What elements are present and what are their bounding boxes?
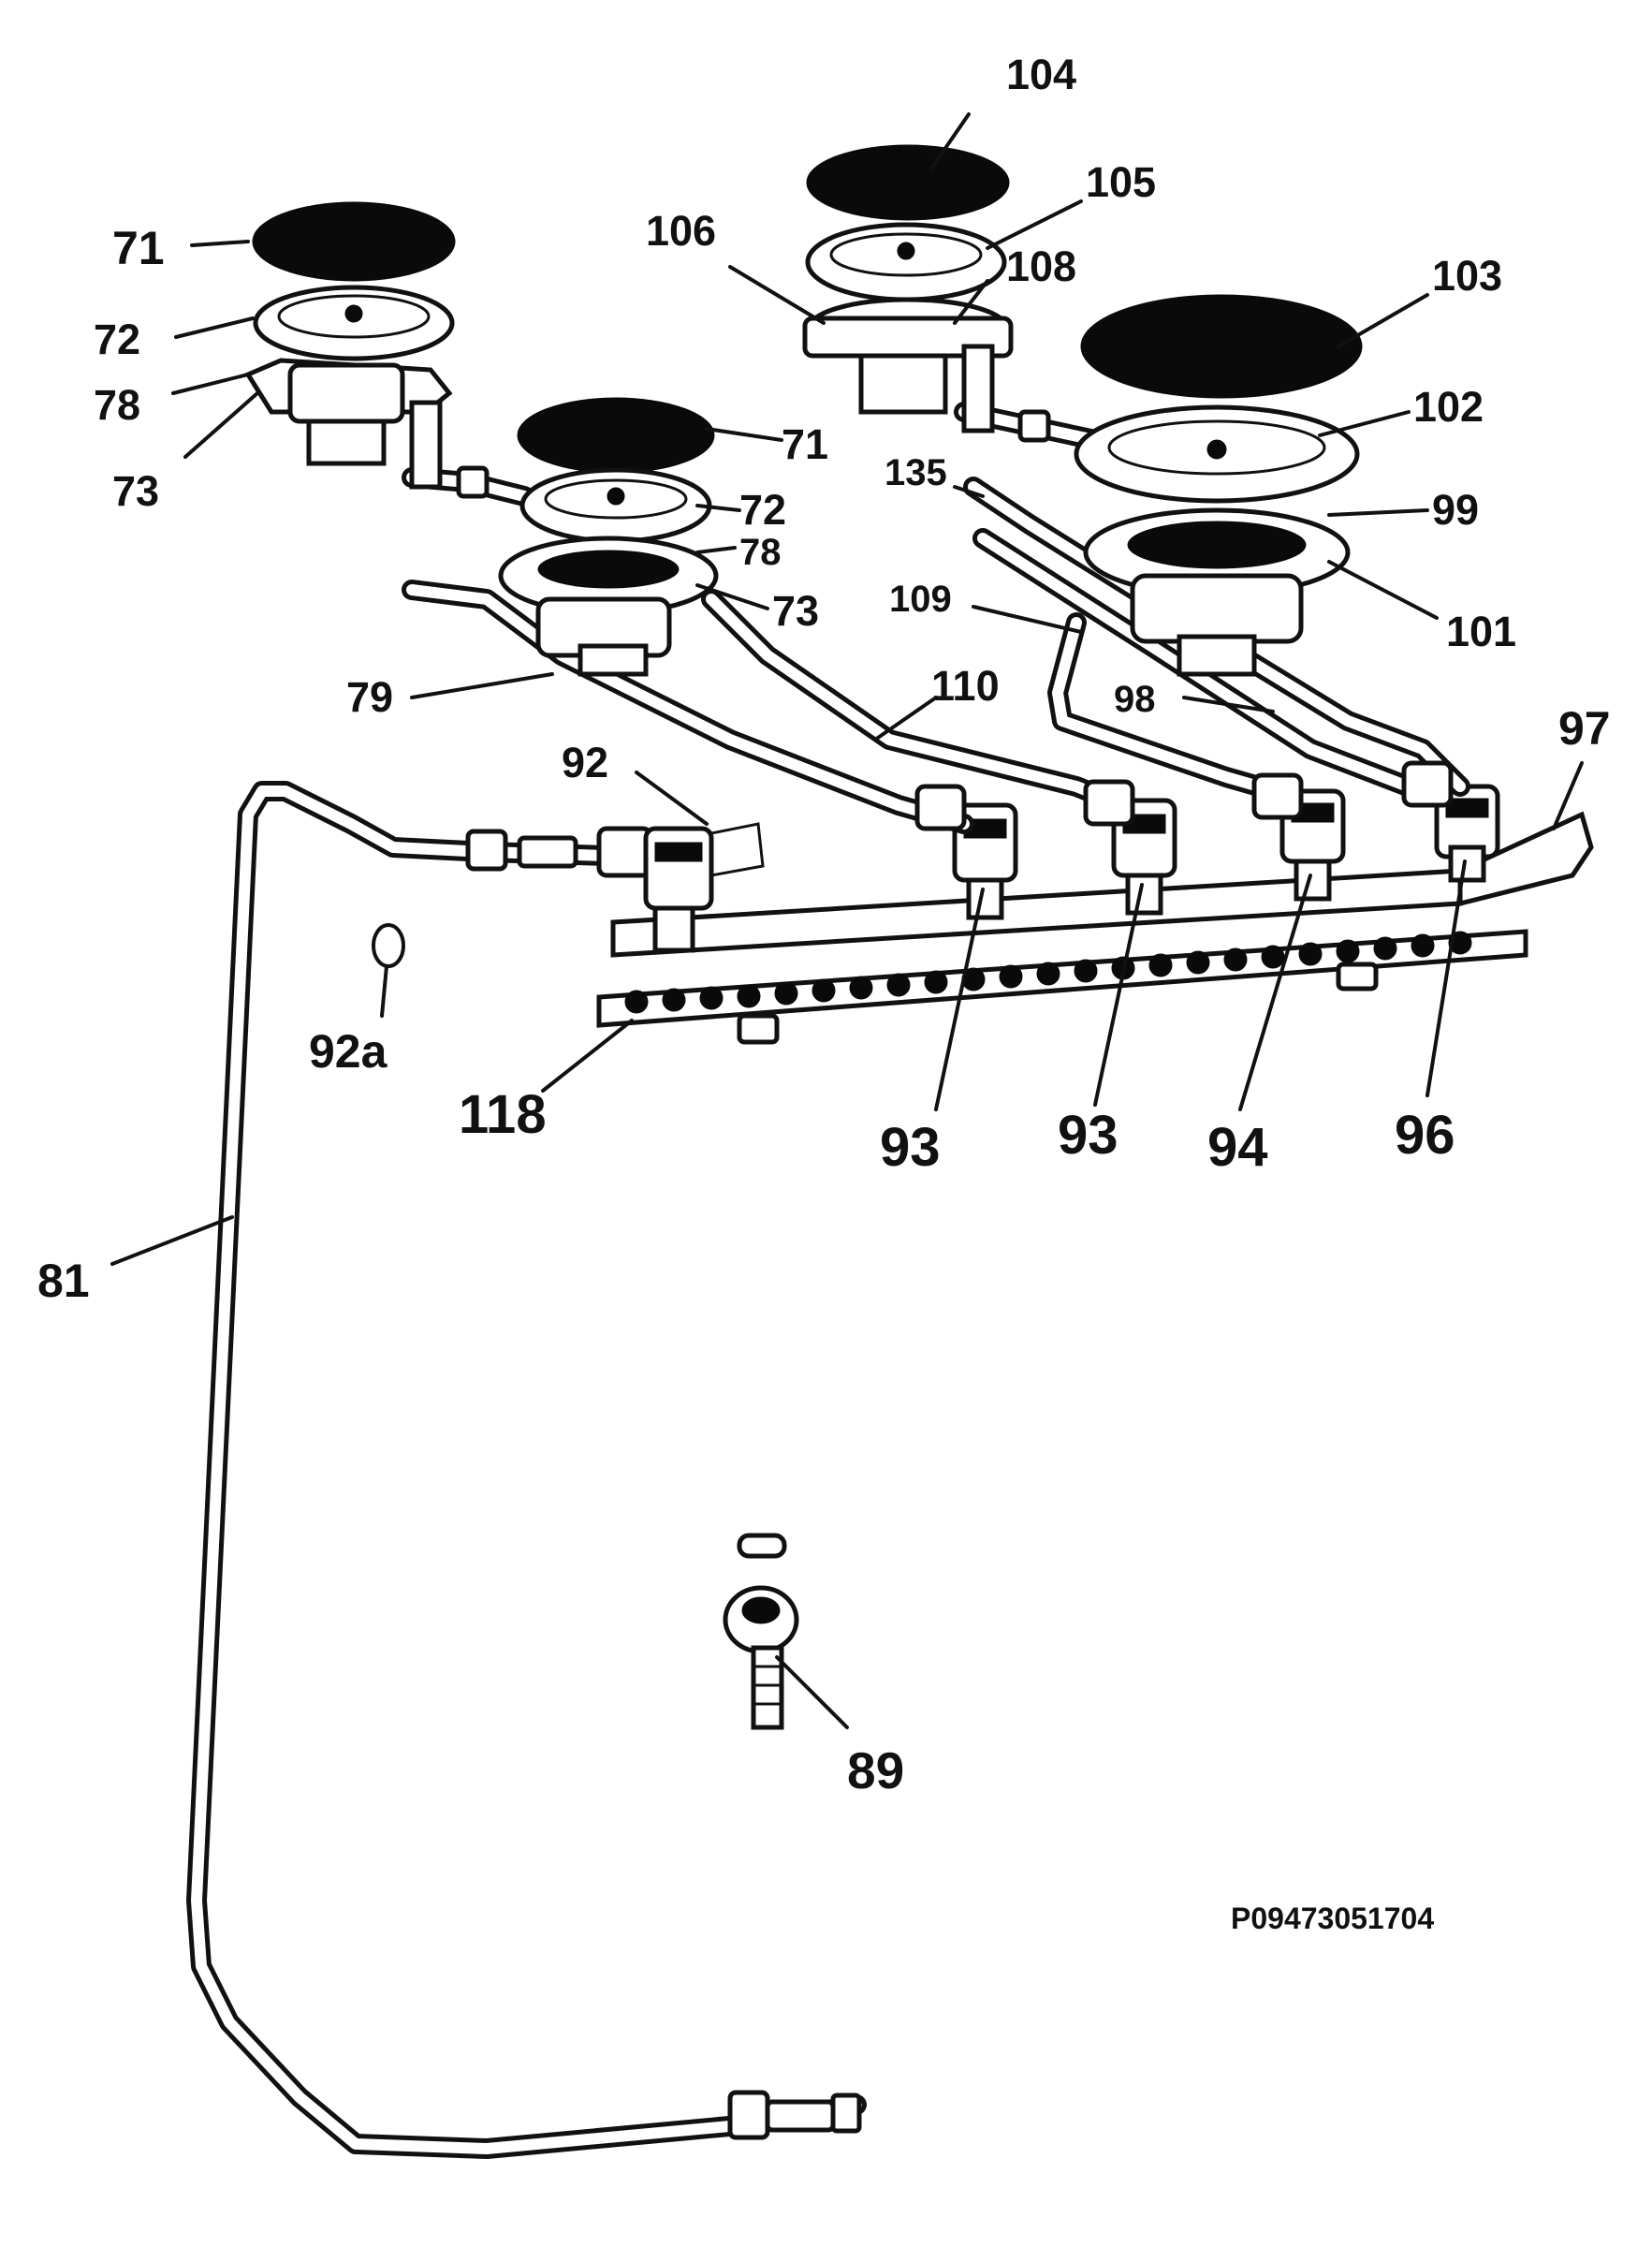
callout-92: 92 [562,739,608,786]
callout-72-left: 72 [94,316,140,363]
callout-94: 94 [1207,1117,1268,1178]
valve-manifold [596,811,1594,1045]
callout-81: 81 [37,1255,90,1307]
main-gas-pipe [186,781,867,2159]
burner-top-left [244,201,456,490]
callout-97: 97 [1558,702,1611,755]
callout-103: 103 [1432,252,1502,300]
callout-101: 101 [1446,608,1516,655]
callout-110: 110 [931,662,1000,710]
callout-135: 135 [884,452,947,493]
callout-99: 99 [1432,486,1479,534]
callout-93-a: 93 [880,1117,941,1178]
callout-71-middle: 71 [782,420,828,468]
callout-105: 105 [1086,158,1156,206]
callout-78-left: 78 [94,381,140,429]
callout-106: 106 [646,207,716,255]
reference-code: P09473051704 [1231,1902,1434,1935]
callout-92a: 92a [309,1025,388,1078]
burner-large-right [1074,294,1363,677]
callout-79: 79 [346,673,393,721]
burner-supply-pipes [402,402,1470,834]
burner-top-right [802,144,1014,433]
callout-72-middle: 72 [739,486,786,534]
callout-108: 108 [1006,242,1076,290]
callout-96: 96 [1395,1105,1455,1166]
leader-lines [110,112,1584,1729]
callout-98: 98 [1114,679,1156,720]
injector-screw-89 [723,1533,799,1730]
callout-93-b: 93 [1058,1105,1118,1166]
callout-78-middle: 78 [739,532,782,573]
callout-118: 118 [459,1084,547,1145]
callout-104: 104 [1006,51,1076,98]
valve-96 [1434,784,1500,883]
callout-73-middle: 73 [772,587,819,635]
valve-92 [643,822,765,953]
part-92a-ring [372,923,405,968]
callout-71-left: 71 [112,222,165,274]
callout-73-left: 73 [112,467,159,515]
callout-labels: 71 72 78 73 104 105 106 108 103 102 71 1… [37,51,1611,1799]
callout-89: 89 [847,1741,904,1799]
burner-middle-left [498,397,719,677]
callout-109: 109 [889,579,952,620]
callout-102: 102 [1413,383,1484,431]
